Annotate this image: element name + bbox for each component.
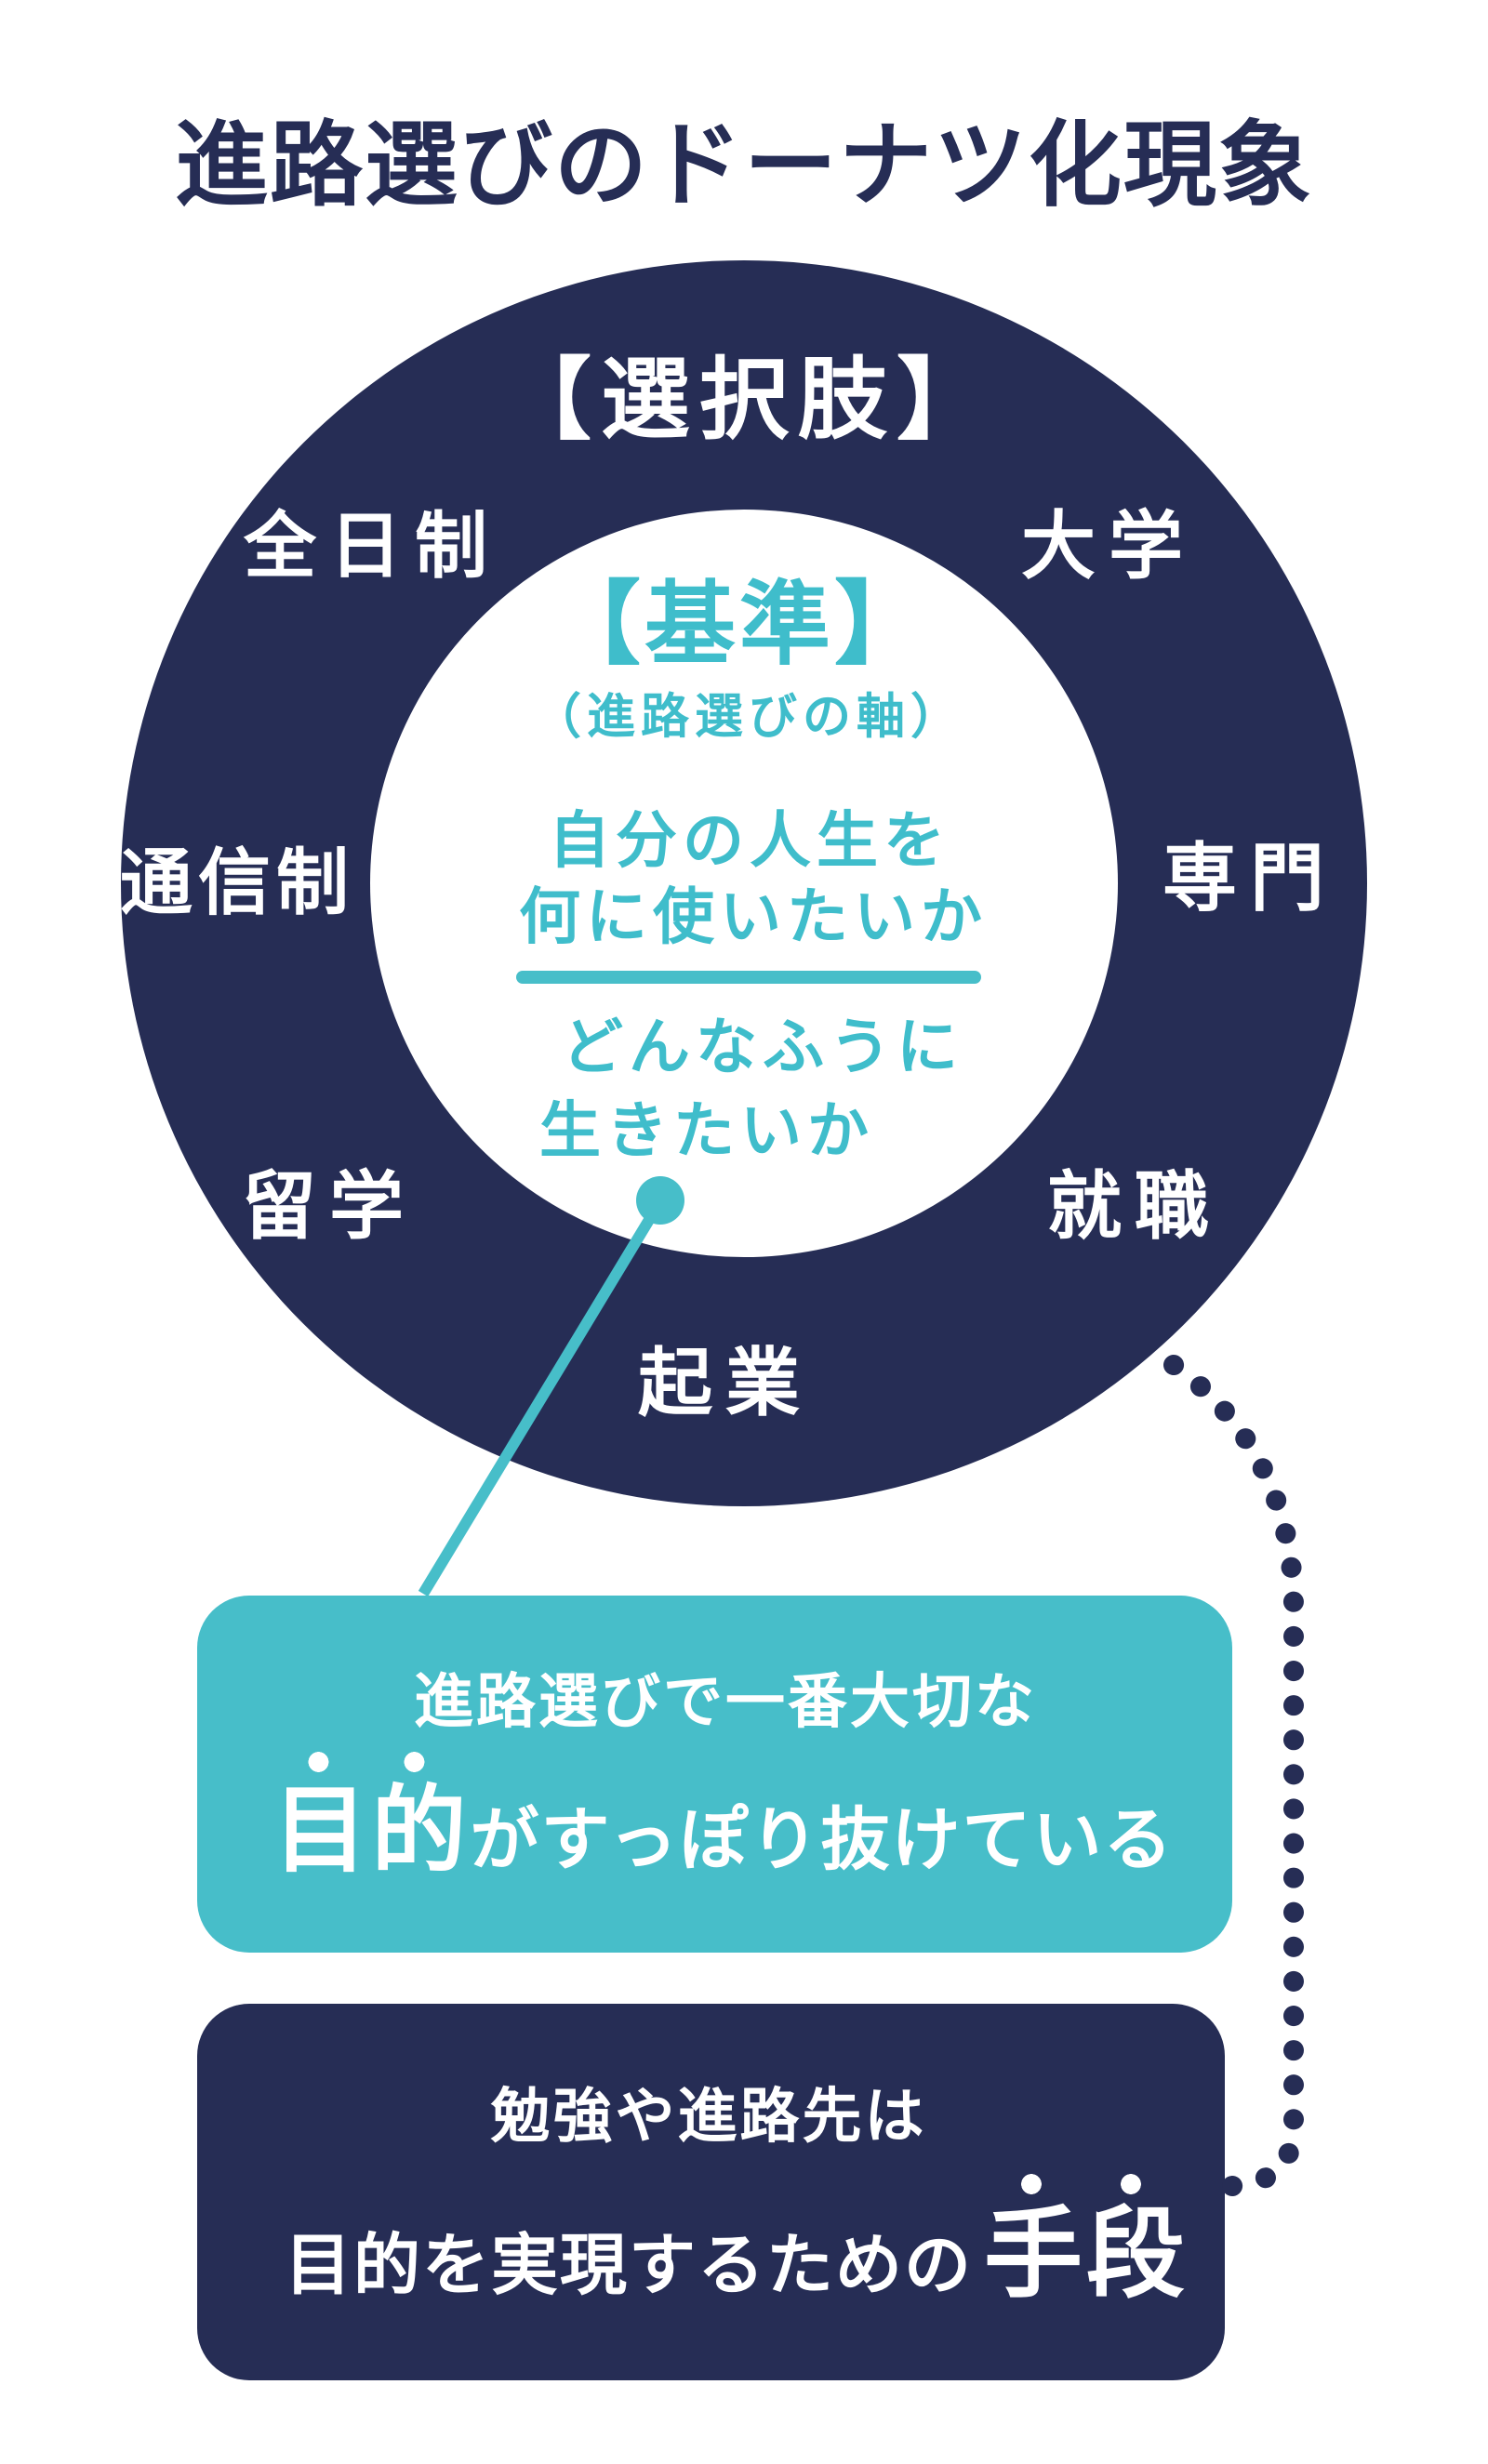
missing-purpose-line2-rest: がすっぽり抜けている [470, 1801, 1175, 1878]
page-title: 進路選びのドーナツ化現象 [175, 113, 1313, 218]
option-label-ryugaku: 留学 [242, 1165, 417, 1248]
means-line2: 目的を実現するための手段 [284, 2174, 1189, 2310]
missing-purpose-emphasis: 目的 [272, 1752, 471, 1884]
center-subheading: （進路選びの軸） [532, 690, 965, 745]
ring-heading: 【選択肢】 [502, 351, 995, 451]
missing-purpose-line1: 進路選びで一番大切な [414, 1667, 1037, 1735]
means-line1: 勉強や進路先は [490, 2082, 927, 2150]
option-label-kigyo: 起業 [638, 1342, 813, 1424]
center-question1-line1: 自分の人生を [549, 805, 950, 875]
option-label-daigaku: 大学 [1021, 505, 1196, 588]
center-question1-line2: 何に使いたいか [519, 881, 988, 951]
donut-hole [370, 510, 1118, 1257]
option-label-senmon: 専門 [1162, 837, 1337, 920]
means-line2-prefix: 目的を実現するための [284, 2229, 974, 2303]
option-label-tsushinsei: 通信制 [119, 841, 355, 924]
missing-purpose-line2: 目的がすっぽり抜けている [272, 1752, 1175, 1884]
option-label-zennichisei: 全日制 [243, 505, 501, 588]
center-question2-line2: 生きたいか [539, 1095, 874, 1165]
center-divider-line [516, 971, 981, 984]
option-label-shushoku: 就職 [1047, 1165, 1222, 1248]
missing-purpose-callout-box [197, 1596, 1232, 1953]
center-question2-line1: どんなふうに [562, 1012, 963, 1081]
means-emphasis: 手段 [984, 2174, 1189, 2310]
center-heading: 【基準】 [549, 573, 930, 676]
